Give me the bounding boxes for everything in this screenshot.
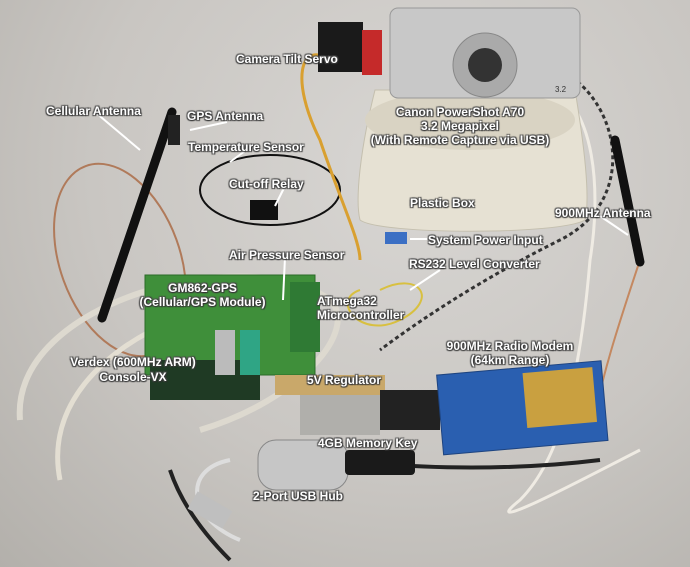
label-cellular-antenna: Cellular Antenna (46, 104, 141, 118)
label-900mhz-antenna: 900MHz Antenna (555, 206, 651, 220)
label-gm862-line2: (Cellular/GPS Module) (139, 295, 266, 309)
label-verdex: Verdex (600MHz ARM) Console-VX (58, 355, 208, 385)
label-gps-antenna: GPS Antenna (187, 109, 264, 123)
twisted-cable (379, 68, 615, 352)
label-usb-hub: 2-Port USB Hub (253, 489, 343, 503)
relay-cable (199, 154, 341, 226)
label-gm862: GM862-GPS (Cellular/GPS Module) (130, 281, 275, 309)
label-rs232-converter: RS232 Level Converter (409, 257, 540, 271)
tilt-servo (318, 22, 363, 72)
relay (250, 200, 278, 220)
db9-connectors (300, 395, 380, 435)
camera-badge: 3.2 (555, 85, 567, 94)
power-input (385, 232, 407, 244)
label-verdex-line1: Verdex (600MHz ARM) (70, 355, 196, 369)
label-system-power-input: System Power Input (428, 233, 543, 247)
radio-antenna (610, 135, 645, 267)
label-air-pressure-sensor: Air Pressure Sensor (229, 248, 345, 262)
label-radio-modem: 900MHz Radio Modem (64km Range) (435, 339, 585, 367)
servo-wire (300, 53, 362, 261)
label-camera-line3: (With Remote Capture via USB) (370, 133, 550, 147)
label-plastic-box: Plastic Box (410, 196, 475, 210)
memory-key-device (345, 450, 415, 475)
label-cutoff-relay: Cut-off Relay (229, 177, 304, 191)
label-gm862-line1: GM862-GPS (168, 281, 237, 295)
label-atmega: ATmega32 Microcontroller (317, 294, 404, 322)
label-atmega-line2: Microcontroller (317, 308, 405, 322)
label-camera-line2: 3.2 Megapixel (420, 119, 500, 133)
label-camera-line1: Canon PowerShot A70 (395, 105, 525, 119)
label-camera: Canon PowerShot A70 3.2 Megapixel (With … (360, 105, 560, 147)
label-modem-line2: (64km Range) (470, 353, 550, 367)
label-modem-line1: 900MHz Radio Modem (446, 339, 574, 353)
regulator-board (275, 375, 385, 395)
label-camera-tilt-servo: Camera Tilt Servo (236, 52, 338, 66)
gps-antenna (168, 115, 180, 145)
label-memory-key: 4GB Memory Key (318, 436, 418, 450)
label-temperature-sensor: Temperature Sensor (188, 140, 304, 154)
label-5v-regulator: 5V Regulator (307, 373, 382, 387)
cellular-antenna (97, 107, 177, 323)
label-verdex-line2: Console-VX (99, 370, 167, 384)
label-atmega-line1: ATmega32 (317, 294, 377, 308)
